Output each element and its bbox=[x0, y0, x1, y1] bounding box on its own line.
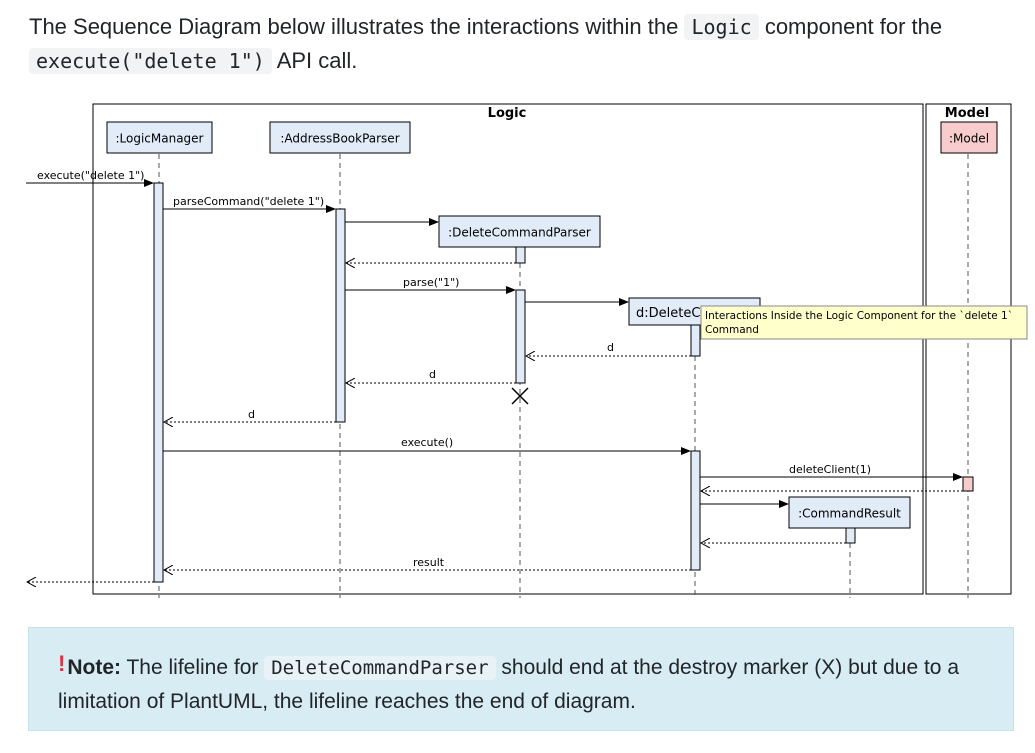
participant-model: :Model bbox=[940, 121, 998, 154]
model-frame-label: Model bbox=[945, 106, 989, 121]
activation-delete-command-parser-2 bbox=[515, 289, 526, 384]
note-label: Note: bbox=[67, 656, 121, 679]
message-parse-label: parse("1") bbox=[403, 276, 459, 289]
participant-logic-manager: :LogicManager bbox=[106, 121, 213, 154]
activation-delete-command-2 bbox=[690, 450, 701, 571]
note-callout: !Note: The lifeline for DeleteCommandPar… bbox=[28, 627, 1014, 731]
message-execute-delete-label: execute("delete 1") bbox=[37, 169, 144, 182]
participant-label: :CommandResult bbox=[798, 507, 901, 521]
note-text-1: The lifeline for bbox=[126, 656, 259, 679]
logic-code: Logic bbox=[684, 14, 759, 40]
intro-text-2: component for the bbox=[764, 14, 943, 39]
activation-command-result bbox=[845, 527, 856, 544]
sequence-diagram: Logic Model :LogicManager :AddressBookPa… bbox=[26, 103, 1028, 598]
participant-command-result: :CommandResult bbox=[788, 496, 911, 529]
intro-text-3: API call. bbox=[276, 48, 358, 73]
participant-delete-command-parser: :DeleteCommandParser bbox=[438, 215, 601, 248]
destroy-marker-icon bbox=[511, 387, 529, 405]
intro-paragraph: The Sequence Diagram below illustrates t… bbox=[29, 10, 1019, 78]
activation-delete-command-parser-1 bbox=[515, 246, 526, 264]
message-delete-client-label: deleteClient(1) bbox=[789, 463, 871, 476]
logic-frame: Logic bbox=[92, 103, 924, 595]
model-frame: Model bbox=[925, 103, 1012, 595]
intro-text-1: The Sequence Diagram below illustrates t… bbox=[29, 14, 679, 39]
participant-address-book-parser: :AddressBookParser bbox=[269, 121, 411, 154]
participant-label: :DeleteCommandParser bbox=[448, 226, 591, 240]
participant-label: :LogicManager bbox=[115, 132, 203, 146]
exclamation-icon: ! bbox=[58, 651, 66, 676]
message-result-label: result bbox=[413, 556, 445, 569]
message-parse-command-label: parseCommand("delete 1") bbox=[173, 195, 324, 208]
message-return-d-1-label: d bbox=[607, 341, 614, 354]
message-return-d-2-label: d bbox=[429, 368, 436, 381]
activation-model bbox=[962, 476, 974, 492]
activation-address-book-parser bbox=[335, 208, 346, 423]
note-text-2: should end at the destroy marker (X) but… bbox=[58, 656, 959, 713]
execute-code: execute("delete 1") bbox=[29, 48, 272, 74]
participant-label: :AddressBookParser bbox=[280, 132, 399, 146]
participant-label: :Model bbox=[949, 132, 989, 146]
participant-label: d:DeleteC bbox=[636, 306, 700, 321]
logic-frame-label: Logic bbox=[488, 106, 527, 121]
activation-logic-manager bbox=[153, 182, 164, 583]
tooltip-line-2: Command bbox=[705, 324, 759, 336]
delete-command-parser-code: DeleteCommandParser bbox=[264, 656, 496, 680]
message-return-d-3-label: d bbox=[248, 408, 255, 421]
diagram-tooltip: Interactions Inside the Logic Component … bbox=[700, 305, 1028, 340]
note-text: !Note: The lifeline for DeleteCommandPar… bbox=[58, 647, 998, 719]
tooltip-line-1: Interactions Inside the Logic Component … bbox=[705, 310, 1013, 322]
activation-delete-command-1 bbox=[690, 324, 701, 357]
message-execute-label: execute() bbox=[401, 436, 453, 449]
